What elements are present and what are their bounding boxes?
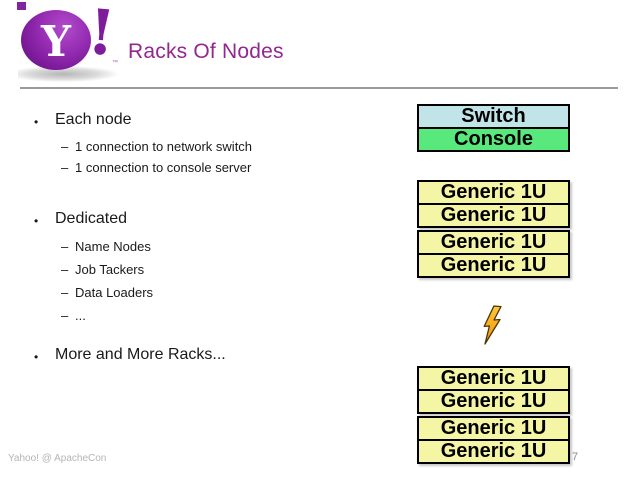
yahoo-logo: Y ! ™ [14, 0, 126, 92]
footer-label: Yahoo! @ ApacheCon [8, 453, 107, 464]
sub-bullet-label: Name Nodes [75, 239, 151, 254]
sub-bullet-item: – 1 connection to console server [61, 157, 406, 178]
sub-bullet-label: 1 connection to console server [75, 160, 252, 175]
bullet-label: More and More Racks... [55, 346, 226, 363]
dash-marker: – [61, 239, 69, 254]
rack-stack-bottom: Generic 1U Generic 1U Generic 1U Generic… [417, 366, 570, 464]
sub-bullet-item: – Job Tackers [61, 258, 406, 281]
rack-unit-box: Generic 1U [417, 230, 570, 255]
logo-shadow [18, 66, 118, 82]
sub-bullet-label: Data Loaders [75, 285, 154, 300]
bullet-item: • More and More Racks... [34, 345, 406, 367]
bullet-marker: • [34, 214, 39, 228]
sub-bullet-group: – 1 connection to network switch – 1 con… [61, 136, 406, 178]
bullet-label: Each node [55, 111, 132, 128]
console-box: Console [417, 127, 570, 152]
yahoo-logo-ball [21, 10, 91, 70]
logo-corner-mark [17, 2, 26, 10]
rack-unit-box: Generic 1U [417, 416, 570, 441]
bullet-label: Dedicated [55, 210, 128, 227]
page-title: Racks Of Nodes [128, 40, 284, 63]
header-divider [20, 87, 618, 89]
dash-marker: – [61, 139, 69, 154]
bullet-marker: • [34, 115, 39, 129]
rack-unit-box: Generic 1U [417, 389, 570, 414]
yahoo-logo-letter: Y [41, 16, 71, 66]
trademark-symbol: ™ [112, 60, 118, 66]
rack-unit-box: Generic 1U [417, 180, 570, 205]
bullet-item: • Each node [34, 110, 406, 132]
rack-unit-box: Generic 1U [417, 439, 570, 464]
sub-bullet-item: – Name Nodes [61, 235, 406, 258]
sub-bullet-label: ... [75, 308, 86, 323]
lightning-bolt-icon [483, 305, 502, 345]
bullet-item: • Dedicated [34, 209, 406, 231]
sub-bullet-label: Job Tackers [75, 262, 145, 277]
rack-stack-top: Generic 1U Generic 1U Generic 1U Generic… [417, 180, 570, 278]
sub-bullet-item: – 1 connection to network switch [61, 136, 406, 157]
sub-bullet-group: – Name Nodes – Job Tackers – Data Loader… [61, 235, 406, 327]
bullet-marker: • [34, 350, 39, 364]
bullet-list: • Each node – 1 connection to network sw… [34, 110, 406, 367]
sub-bullet-item: – ... [61, 304, 406, 327]
switch-box: Switch [417, 104, 570, 129]
sub-bullet-item: – Data Loaders [61, 281, 406, 304]
dash-marker: – [61, 308, 69, 323]
rack-unit-box: Generic 1U [417, 253, 570, 278]
rack-unit-box: Generic 1U [417, 366, 570, 391]
sub-bullet-label: 1 connection to network switch [75, 139, 253, 154]
dash-marker: – [61, 262, 69, 277]
dash-marker: – [61, 285, 69, 300]
rack-unit-box: Generic 1U [417, 203, 570, 228]
page-number: 7 [572, 451, 579, 463]
dash-marker: – [61, 160, 69, 175]
rack-diagram: Switch Console Generic 1U Generic 1U Gen… [417, 104, 570, 464]
